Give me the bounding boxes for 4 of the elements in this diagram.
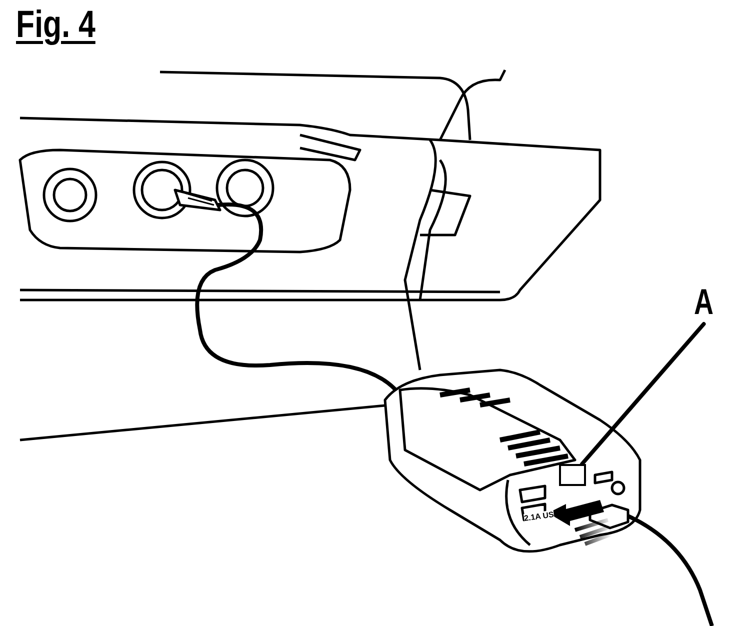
callout-letter: A xyxy=(694,284,714,320)
leader-line xyxy=(580,322,706,466)
power-button xyxy=(559,464,586,486)
figure-title: Fig. 4 xyxy=(16,4,96,47)
